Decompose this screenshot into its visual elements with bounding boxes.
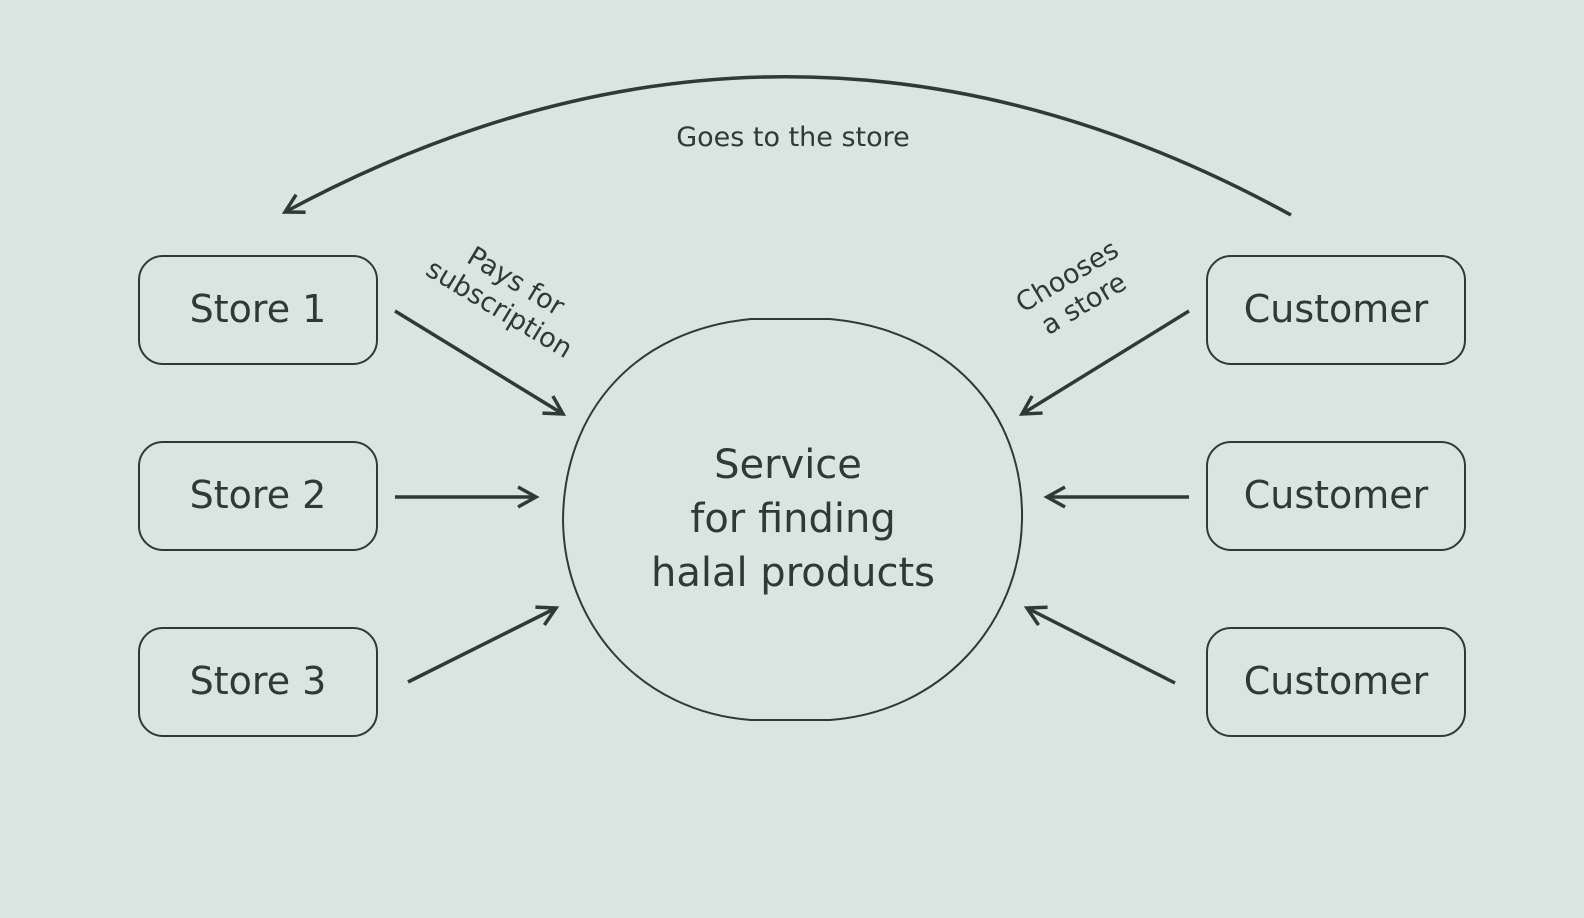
customer-label-2: Customer — [1244, 473, 1429, 517]
service-node: Service for finding halal products — [561, 318, 1024, 721]
customer-label-3: Customer — [1244, 659, 1429, 703]
customer-1-arrow — [1018, 309, 1190, 416]
store-node-2: Store 2 — [138, 441, 378, 551]
customer-3-arrow — [1023, 605, 1176, 685]
store-label-1: Store 1 — [190, 287, 327, 331]
store-label-3: Store 3 — [190, 659, 327, 703]
store-node-1: Store 1 — [138, 255, 378, 365]
customer-node-1: Customer — [1206, 255, 1466, 365]
service-node-outline — [561, 318, 1024, 721]
chooses-a-store-label: Chooses a store — [1011, 234, 1132, 341]
service-title-line-2: for finding — [690, 496, 896, 542]
customer-node-2: Customer — [1206, 441, 1466, 551]
service-title-line-3: halal products — [651, 550, 935, 596]
store-node-3: Store 3 — [138, 627, 378, 737]
store-1-arrow — [394, 309, 567, 416]
customer-node-3: Customer — [1206, 627, 1466, 737]
service-title-line-1: Service — [714, 442, 862, 488]
store-label-2: Store 2 — [190, 473, 327, 517]
goes-to-store-arc — [281, 75, 1292, 217]
customer-label-1: Customer — [1244, 287, 1429, 331]
store-3-arrow — [407, 605, 560, 684]
goes-to-store-label: Goes to the store — [676, 122, 910, 153]
